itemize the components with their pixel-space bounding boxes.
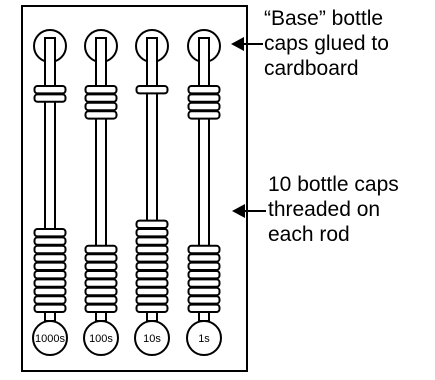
bottle-cap xyxy=(33,93,67,103)
bottle-cap xyxy=(187,101,221,112)
bottle-cap xyxy=(187,110,221,120)
base-cap-arrow xyxy=(231,37,263,51)
rod-columns: 1000s 100s 10s 1s xyxy=(32,29,222,356)
bottle-cap xyxy=(135,295,169,305)
bottle-cap xyxy=(33,286,67,297)
bottle-cap xyxy=(135,244,169,255)
bottle-cap xyxy=(84,261,118,272)
base-caps-annotation: “Base” bottle caps glued to cardboard xyxy=(264,7,389,80)
column-label-circle xyxy=(186,320,222,356)
bottle-cap xyxy=(187,244,221,255)
bottle-cap xyxy=(135,85,169,95)
rod-column: 1s xyxy=(186,29,222,356)
bottle-cap xyxy=(33,295,67,305)
bottle-cap xyxy=(135,236,169,246)
bottle-cap xyxy=(187,85,221,95)
bottle-cap xyxy=(33,303,67,314)
column-label: 10s xyxy=(143,333,161,345)
bottle-cap xyxy=(187,261,221,272)
bottle-cap xyxy=(135,270,169,280)
bottle-cap xyxy=(33,253,67,263)
bottle-cap xyxy=(84,286,118,297)
bottle-cap xyxy=(187,270,221,280)
bottle-cap xyxy=(84,110,118,120)
column-label-circle xyxy=(83,320,119,356)
rod-column: 10s xyxy=(134,29,170,356)
bottle-cap xyxy=(84,270,118,280)
bottle-cap xyxy=(84,85,118,95)
bottle-cap xyxy=(84,253,118,263)
bottle-cap xyxy=(135,286,169,297)
rod-column: 1000s xyxy=(32,29,68,356)
bottle-cap xyxy=(33,244,67,255)
threaded-caps-annotation: 10 bottle caps threaded on each rod xyxy=(268,173,399,246)
column-label-circle xyxy=(134,320,170,356)
threaded-caps-arrow xyxy=(232,204,266,218)
bottle-cap xyxy=(187,286,221,297)
bottle-cap xyxy=(187,278,221,288)
bottle-cap xyxy=(135,253,169,263)
bottle-cap xyxy=(84,303,118,314)
bottle-cap xyxy=(33,270,67,280)
bottle-cap xyxy=(135,228,169,238)
column-label-circle xyxy=(32,320,68,356)
bottle-cap xyxy=(187,93,221,103)
bottle-cap xyxy=(187,295,221,305)
bottle-cap xyxy=(135,278,169,288)
rod-column: 100s xyxy=(83,29,119,356)
column-label: 1000s xyxy=(35,333,65,345)
bottle-cap xyxy=(84,101,118,112)
bottle-cap xyxy=(135,303,169,314)
column-label: 100s xyxy=(89,333,113,345)
bottle-cap xyxy=(33,236,67,246)
bottle-cap xyxy=(135,219,169,230)
column-label: 1s xyxy=(198,333,210,345)
bottle-cap xyxy=(187,253,221,263)
bottle-cap xyxy=(33,85,67,95)
bottle-cap xyxy=(84,244,118,255)
bottle-cap xyxy=(187,303,221,314)
bottle-cap xyxy=(33,278,67,288)
bottle-cap xyxy=(33,261,67,272)
bottle-cap xyxy=(84,295,118,305)
bottle-cap xyxy=(84,93,118,103)
bottle-cap xyxy=(135,261,169,272)
bottle-cap xyxy=(84,278,118,288)
bottle-cap xyxy=(33,228,67,238)
